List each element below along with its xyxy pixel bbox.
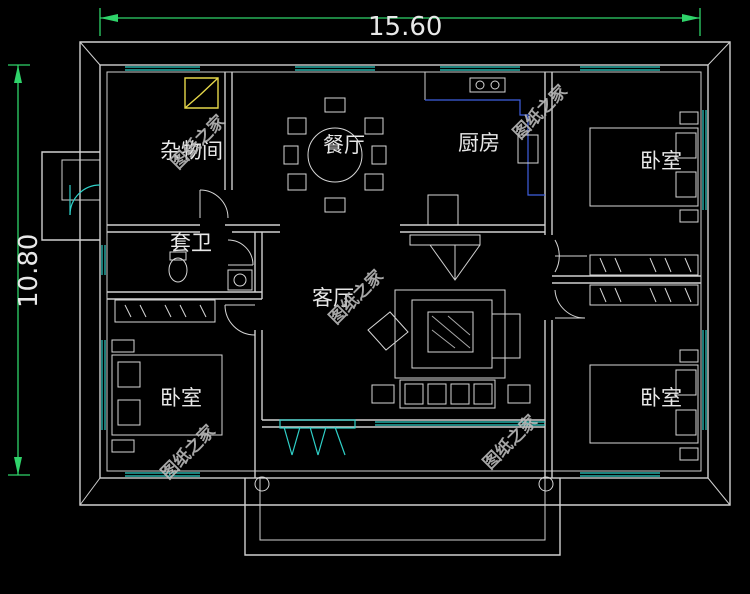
- windows: [101, 66, 707, 477]
- room-label-bedroom-left: 卧室: [160, 386, 202, 410]
- bathroom-fixtures: [168, 251, 253, 291]
- room-label-living: 客厅: [312, 286, 354, 310]
- roof-outline: [79, 41, 731, 506]
- room-label-bedroom-top-right: 卧室: [640, 149, 682, 173]
- room-label-storage: 杂物间: [160, 139, 223, 163]
- living-furniture: [367, 234, 531, 409]
- room-label-kitchen: 厨房: [458, 131, 500, 155]
- doors: [199, 189, 587, 456]
- kitchen-counter: [425, 77, 545, 226]
- room-label-bedroom-bottom-right: 卧室: [640, 386, 682, 410]
- watermark-4: 图纸之家: [157, 421, 220, 484]
- height-dimension-label: 10.80: [14, 234, 44, 308]
- width-dimension: [99, 8, 701, 36]
- watermark-2: 图纸之家: [509, 81, 572, 144]
- exterior-walls: [99, 64, 709, 479]
- storage-shelf: [184, 77, 219, 109]
- dining-table: [283, 97, 387, 213]
- left-porch: [41, 151, 101, 241]
- front-terrace: [244, 476, 561, 556]
- width-dimension-label: 15.60: [368, 12, 442, 42]
- height-dimension: [8, 64, 30, 476]
- room-label-dining: 餐厅: [323, 133, 365, 157]
- wardrobes: [114, 254, 699, 323]
- beds: [111, 111, 699, 461]
- room-label-ensuite: 套卫: [170, 231, 212, 255]
